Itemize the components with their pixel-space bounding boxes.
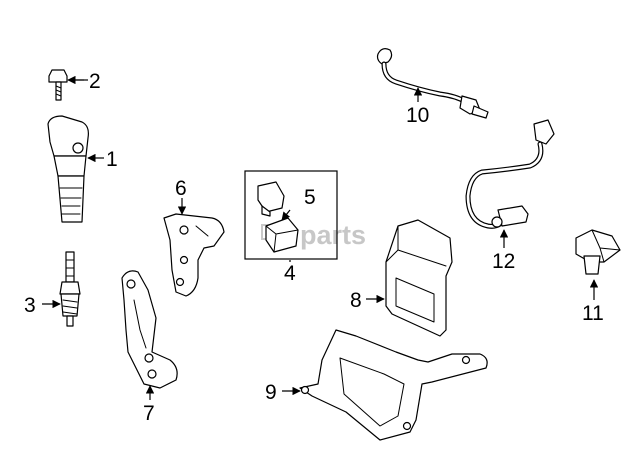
part-10-sensor	[376, 48, 489, 119]
callout-7: 7	[143, 402, 155, 425]
part-12-sensor	[465, 119, 555, 229]
callout-5: 5	[304, 186, 316, 209]
part-11-sensor	[575, 229, 621, 275]
callout-11: 11	[582, 302, 604, 325]
callout-1: 1	[106, 148, 118, 171]
leader-lines	[42, 75, 599, 400]
callout-3: 3	[24, 294, 36, 317]
part-8-ecu	[385, 219, 453, 337]
callout-4: 4	[284, 262, 296, 285]
callout-6: 6	[175, 177, 187, 200]
part-9-ecu-bracket	[299, 329, 488, 441]
callout-12: 12	[492, 250, 515, 273]
watermark-text: parts	[300, 220, 366, 250]
part-6-bracket	[163, 213, 225, 297]
part-2-bolt	[48, 69, 88, 101]
callout-8: 8	[350, 289, 362, 312]
part-7-bracket	[121, 270, 178, 389]
callout-labels: 2 1 3 6 7 5 4 8 9 10 12 11	[24, 70, 604, 425]
part-1-ignition-coil	[47, 115, 89, 223]
callout-10: 10	[406, 104, 429, 127]
watermark: parts	[261, 220, 366, 250]
callout-9: 9	[265, 381, 277, 404]
callout-2: 2	[89, 70, 101, 93]
part-3-spark-plug	[59, 251, 81, 327]
